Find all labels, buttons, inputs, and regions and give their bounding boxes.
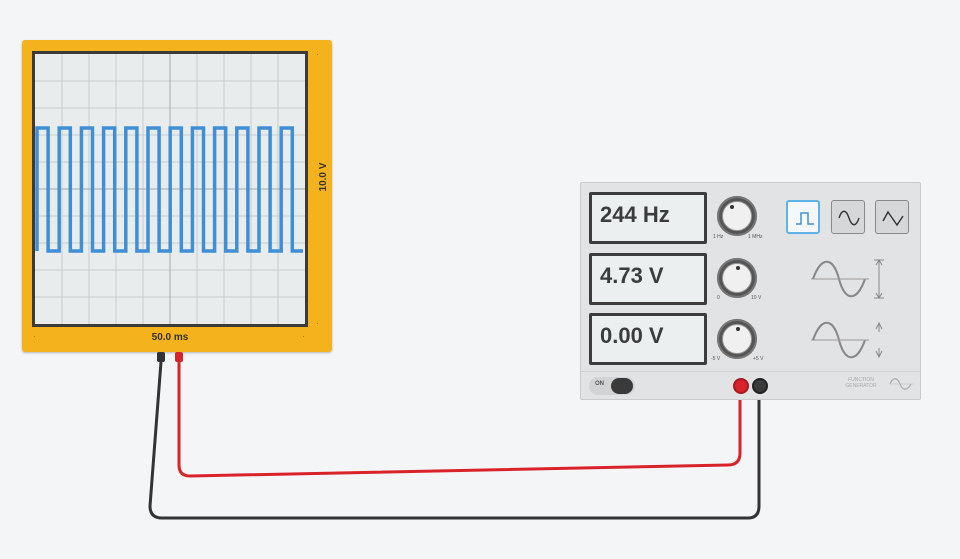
time-scale-label: 50.0 ms <box>151 332 189 343</box>
amplitude-knob[interactable] <box>717 258 757 298</box>
oscilloscope-screen <box>32 51 308 327</box>
amplitude-display: 4.73 V <box>589 253 707 305</box>
frequency-display: 244 Hz <box>589 192 707 244</box>
sine-wave-button[interactable] <box>831 200 865 234</box>
oscilloscope[interactable]: 10.0 V 50.0 ms <box>22 40 332 352</box>
amplitude-value: 4.73 V <box>592 256 704 302</box>
positive-wire[interactable] <box>177 362 742 478</box>
brand-line-1: FUNCTION <box>848 377 874 383</box>
oscilloscope-graph <box>35 54 305 324</box>
triangle-wave-icon <box>882 210 904 227</box>
scope-positive-probe[interactable] <box>175 352 183 362</box>
negative-wire[interactable] <box>148 361 761 520</box>
square-wave-icon <box>796 212 814 225</box>
offset-display: 0.00 V <box>589 313 707 365</box>
brand-wave-icon <box>889 378 913 390</box>
amplitude-knob-min: 0 <box>717 295 720 301</box>
square-wave-trace <box>35 126 303 253</box>
offset-knob[interactable] <box>717 319 757 359</box>
panel-divider <box>581 371 920 372</box>
positive-output-terminal[interactable] <box>733 378 749 394</box>
function-generator[interactable]: 244 Hz 4.73 V 0.00 V 1 Hz 1 MHz 0 10 V -… <box>580 182 921 400</box>
brand-label: FUNCTION GENERATOR <box>841 377 881 389</box>
square-wave-button[interactable] <box>786 200 820 234</box>
amplitude-illustration-icon <box>811 259 884 299</box>
scope-negative-probe[interactable] <box>157 352 165 362</box>
frequency-value: 244 Hz <box>592 195 704 241</box>
negative-output-terminal[interactable] <box>752 378 768 394</box>
frequency-knob[interactable] <box>717 196 757 236</box>
frequency-knob-min: 1 Hz <box>713 234 724 240</box>
offset-knob-max: +5 V <box>753 356 764 362</box>
offset-knob-min: -5 V <box>711 356 721 362</box>
voltage-scale-label: 10.0 V <box>318 162 329 192</box>
offset-value: 0.00 V <box>592 316 704 362</box>
offset-illustration-icon <box>811 321 883 359</box>
amplitude-knob-max: 10 V <box>751 295 762 301</box>
power-toggle[interactable]: ON <box>589 377 635 395</box>
power-toggle-label: ON <box>595 381 604 387</box>
sine-wave-icon <box>838 210 860 226</box>
triangle-wave-button[interactable] <box>875 200 909 234</box>
power-toggle-knob <box>611 378 633 394</box>
brand-line-2: GENERATOR <box>845 383 877 389</box>
frequency-knob-max: 1 MHz <box>748 234 763 240</box>
